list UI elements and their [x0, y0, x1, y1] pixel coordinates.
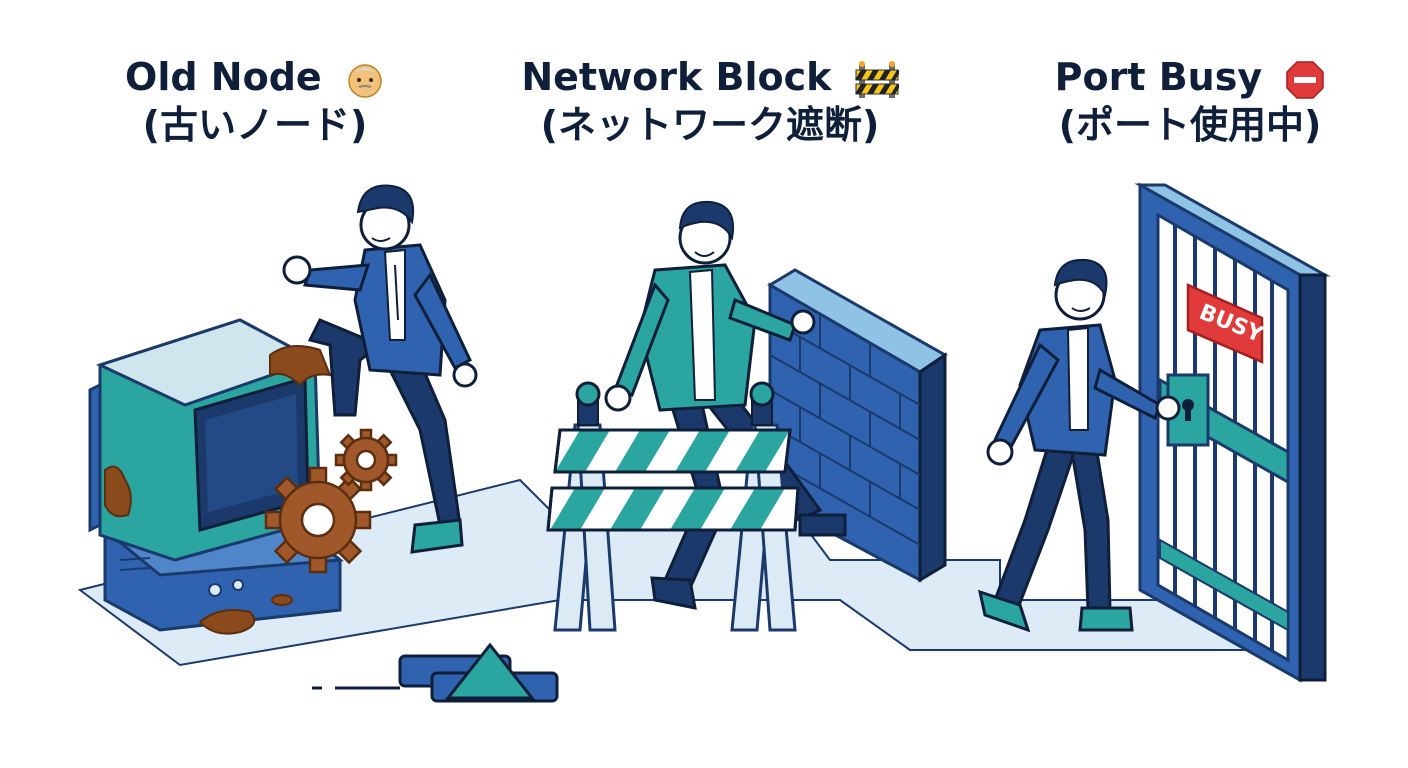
port-busy-title: Port Busy (ポート使用中): [1010, 54, 1370, 149]
locked-door: [1134, 182, 1331, 683]
old-computer: [88, 318, 344, 635]
network-block-subtitle: (ネットワーク遮断): [540, 102, 880, 147]
old-man-emoji-icon: [348, 63, 382, 98]
stop-sign-emoji-icon: [1286, 60, 1325, 99]
old-node-title: Old Node (古いノード): [90, 54, 420, 149]
man-at-door: [977, 258, 1181, 633]
rusty-gear-small-icon: [334, 428, 398, 492]
port-busy-subtitle: (ポート使用中): [1058, 102, 1322, 147]
old-node-subtitle: (古いノード): [142, 102, 368, 147]
man-kicking-computer: [282, 184, 478, 554]
busy-sign: BUSY: [1186, 283, 1267, 364]
port-busy-title-text: Port Busy: [1054, 55, 1263, 99]
foreground-debris: [312, 642, 559, 703]
striped-barricade: [546, 381, 800, 632]
old-node-title-text: Old Node: [125, 55, 322, 99]
network-block-title: Network Block (ネットワーク遮断): [500, 54, 920, 149]
rusty-gear-large-icon: [264, 466, 372, 574]
network-block-title-text: Network Block: [521, 55, 832, 99]
construction-barrier-emoji-icon: [854, 60, 899, 98]
